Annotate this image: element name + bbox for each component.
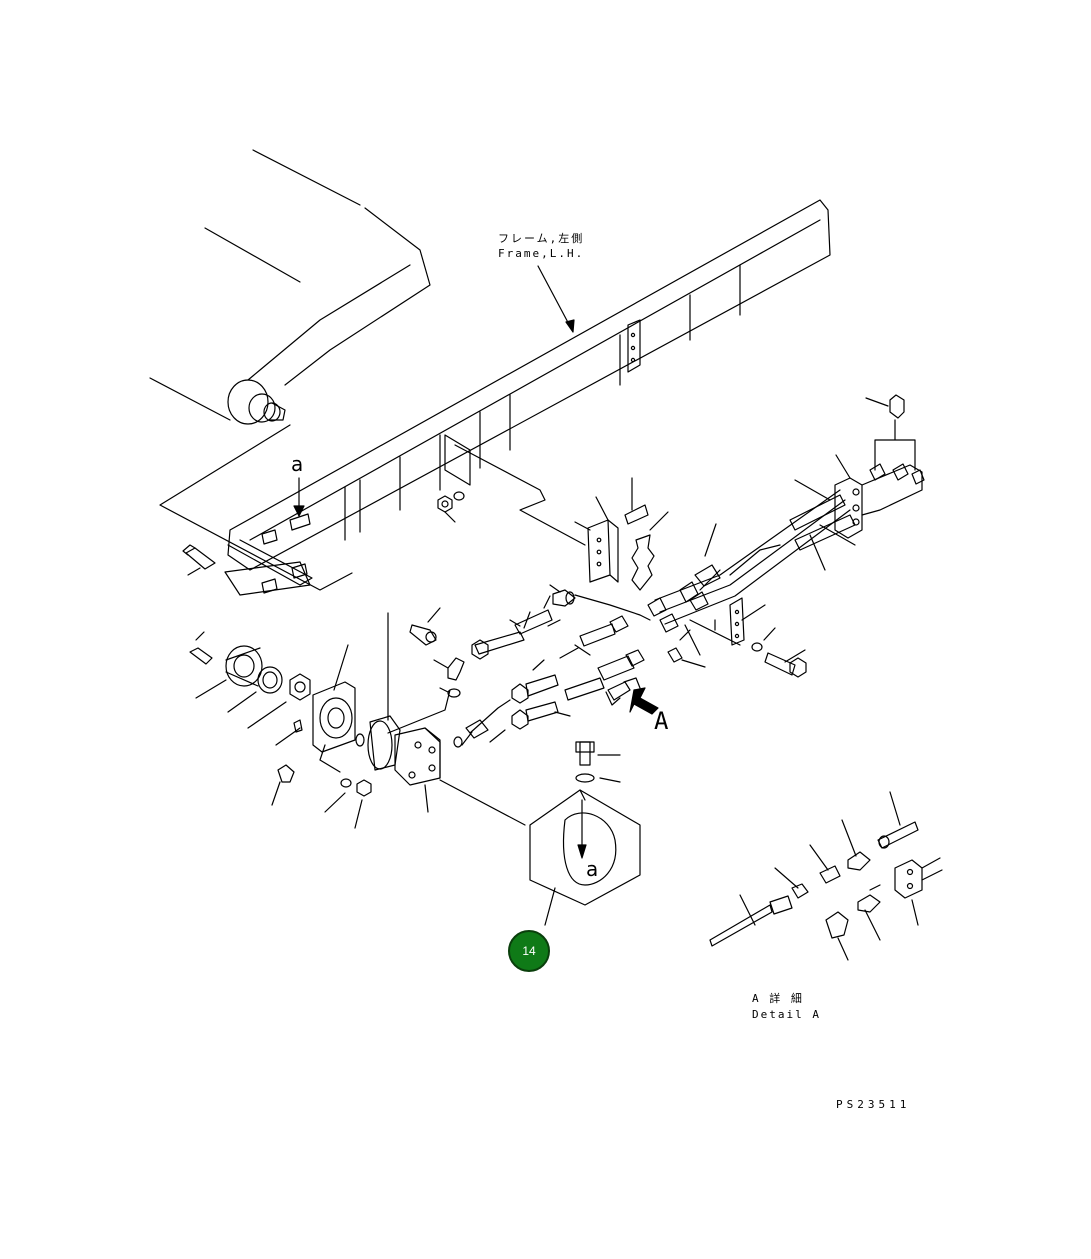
callout-14-button[interactable]: 14	[508, 930, 550, 972]
upper-frame-arm	[149, 149, 431, 425]
detail-caption-en: Detail A	[752, 1008, 821, 1021]
frame-label-leader	[537, 265, 575, 333]
clamp-brackets	[574, 477, 669, 591]
hose-bundle-right	[647, 394, 925, 668]
hose-assemblies	[471, 584, 651, 730]
detail-a-letter: A	[654, 707, 669, 735]
view-a-arrow	[293, 477, 305, 517]
pump-mount-group	[189, 631, 372, 829]
detail-a-parts	[709, 791, 943, 961]
inset-view-a-letter: a	[586, 857, 599, 881]
pump-fittings	[409, 607, 511, 748]
detail-caption-jp: A 詳 細	[752, 992, 804, 1005]
detail-a-arrow	[629, 687, 659, 715]
drawing-number: PS23511	[836, 1098, 911, 1111]
inset-view-a	[529, 741, 641, 926]
frame-label-en: Frame,L.H.	[498, 247, 585, 260]
view-a-letter: a	[291, 452, 304, 476]
hydraulic-pump	[355, 612, 526, 826]
frame-label-jp: フレーム,左側	[498, 232, 585, 245]
frame-fasteners	[182, 491, 465, 576]
main-frame-lh	[159, 199, 831, 596]
right-bracket-bolt	[689, 597, 807, 678]
